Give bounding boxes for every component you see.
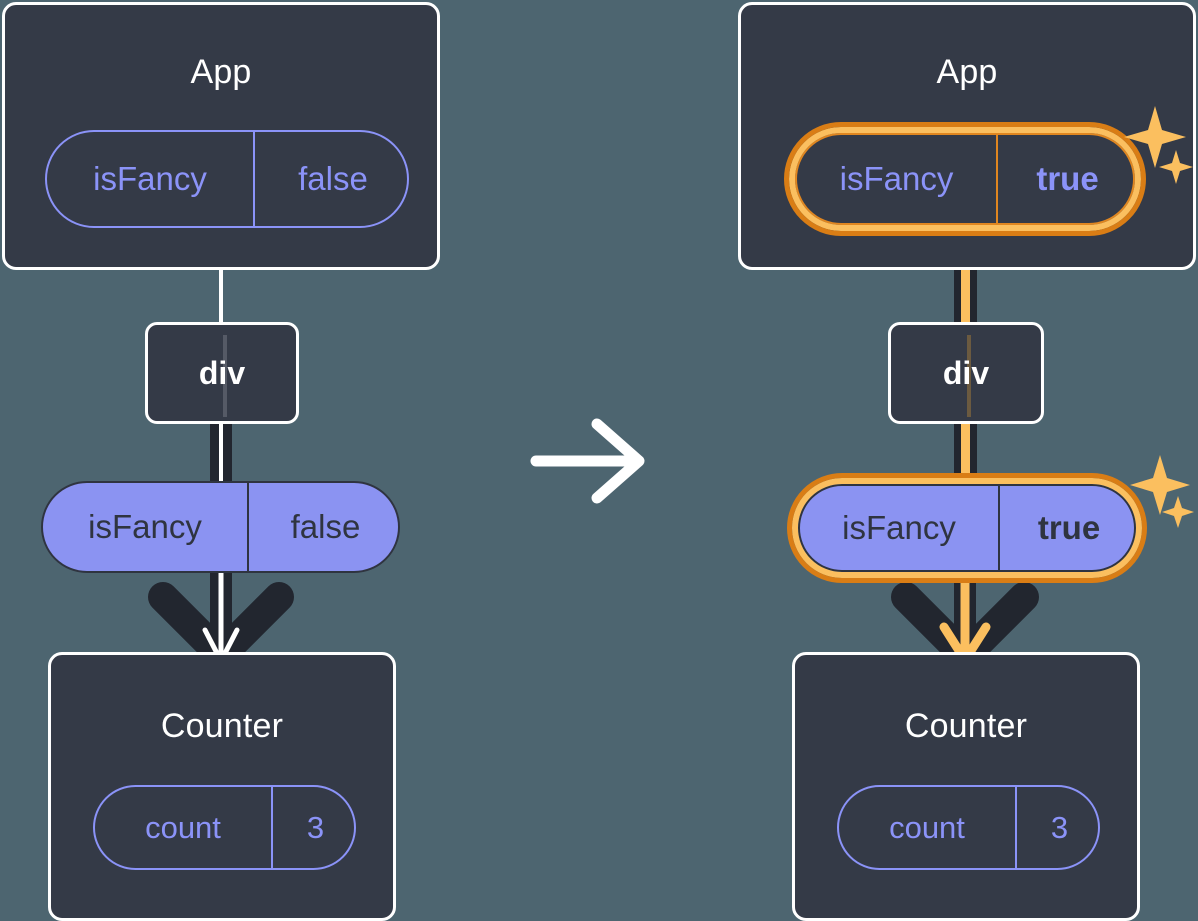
- pill-isfancy-app-after: isFancy true: [795, 133, 1135, 225]
- div-tick-after: [967, 335, 971, 417]
- div-label-before: div: [198, 354, 246, 391]
- pill-value-isfancy-app-after: true: [996, 135, 1137, 223]
- pill-key-isfancy-app-before: isFancy: [93, 160, 207, 197]
- sparkle-icon-large: [1130, 455, 1190, 515]
- div-label-after: div: [942, 354, 990, 391]
- panel-app-before: App isFancy false: [2, 2, 440, 270]
- pill-key-count-after: count: [889, 809, 965, 845]
- panel-counter-after: Counter count 3: [792, 652, 1140, 921]
- pill-value-isfancy-prop-after: true: [998, 486, 1138, 570]
- sparkle-icon-small: [1162, 496, 1194, 528]
- pill-value-isfancy-prop-before: false: [247, 483, 402, 571]
- pill-key-isfancy-app-after: isFancy: [839, 160, 954, 197]
- panel-title-counter-after: Counter: [904, 707, 1028, 745]
- panel-title-app-before: App: [190, 53, 252, 91]
- edge-app-to-div-before: [219, 221, 223, 324]
- pill-key-isfancy-prop-before: isFancy: [88, 508, 202, 545]
- edge-div-to-prop-core-before: [219, 424, 223, 484]
- pill-value-count-before: 3: [271, 787, 358, 868]
- pill-isfancy-prop-before: isFancy false: [41, 481, 400, 573]
- pill-isfancy-app-before: isFancy false: [45, 130, 409, 228]
- pill-key-isfancy-prop-after: isFancy: [842, 509, 956, 546]
- pill-value-isfancy-app-before: false: [253, 132, 411, 226]
- pill-value-count-after: 3: [1015, 787, 1102, 868]
- div-tick-before: [223, 335, 227, 417]
- pill-count-counter-after: count 3: [837, 785, 1100, 870]
- panel-title-counter-before: Counter: [160, 707, 284, 745]
- panel-title-app-after: App: [936, 53, 998, 91]
- pill-isfancy-prop-after: isFancy true: [798, 484, 1136, 572]
- edge-div-to-prop-core-after: [961, 420, 970, 485]
- panel-counter-before: Counter count 3: [48, 652, 396, 921]
- pill-key-count-before: count: [145, 809, 221, 845]
- panel-div-before: div: [145, 322, 299, 424]
- pill-count-counter-before: count 3: [93, 785, 356, 870]
- panel-div-after: div: [888, 322, 1044, 424]
